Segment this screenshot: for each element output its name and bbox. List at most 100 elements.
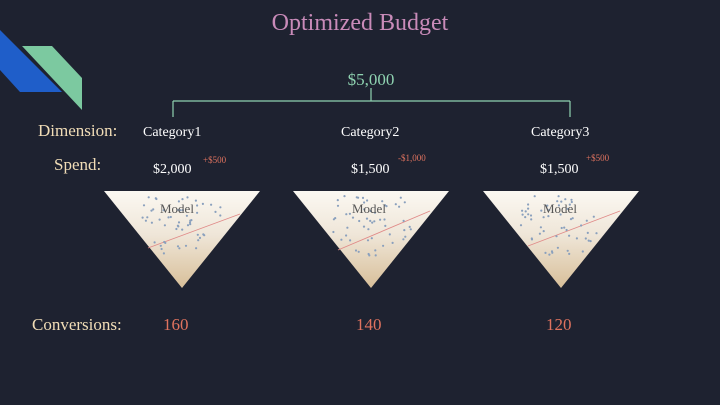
scatter-dot <box>557 195 560 198</box>
trend-line <box>527 210 621 247</box>
scatter-dot <box>184 244 188 247</box>
scatter-dot <box>345 234 348 237</box>
scatter-dot <box>332 230 335 234</box>
scatter-dot <box>169 215 172 219</box>
scatter-dot <box>201 202 204 205</box>
scatter-dot <box>348 212 351 215</box>
scatter-dot <box>580 224 583 227</box>
category-1-name: Category1 <box>143 125 202 140</box>
scatter-dot <box>568 252 571 255</box>
scatter-dot <box>589 240 592 243</box>
scatter-dot <box>175 227 178 231</box>
scatter-dot <box>177 221 181 224</box>
scatter-dot <box>408 225 411 228</box>
category-3-conversions: 120 <box>546 315 572 334</box>
scatter-dot <box>371 221 374 224</box>
scatter-dot <box>214 210 217 213</box>
scatter-dot <box>144 219 147 222</box>
scatter-dot <box>343 195 346 198</box>
scatter-dot <box>196 204 199 207</box>
scatter-dot <box>524 210 527 213</box>
scatter-dot <box>340 238 343 241</box>
scatter-dot <box>565 228 568 232</box>
scatter-dot <box>154 197 157 200</box>
scatter-dot <box>570 198 573 201</box>
scatter-dot <box>557 204 561 207</box>
scatter-dot <box>559 213 562 216</box>
scatter-dot <box>366 239 370 242</box>
scatter-dot <box>332 218 335 221</box>
model-funnel-1 <box>104 191 260 288</box>
category-3-spend: $1,500 <box>540 162 579 177</box>
scatter-dot <box>160 247 163 251</box>
scatter-dot <box>185 214 188 217</box>
scatter-dot <box>539 226 543 229</box>
scatter-dot <box>384 224 387 227</box>
scatter-dot <box>336 199 339 202</box>
category-1-spend: $2,000 <box>153 162 192 177</box>
scatter-dot <box>202 233 205 236</box>
scatter-dot <box>521 209 524 212</box>
scatter-dot <box>210 203 213 206</box>
scatter-dot <box>556 200 559 203</box>
scatter-dot <box>385 205 388 208</box>
scatter-dot <box>354 249 358 252</box>
scatter-dot <box>586 231 589 234</box>
scatter-dot <box>179 209 182 212</box>
category-2-name: Category2 <box>341 125 400 140</box>
scatter-dot <box>197 239 200 242</box>
model-label-3: Model <box>543 201 577 216</box>
scatter-dot <box>189 223 192 226</box>
scatter-dot <box>394 203 397 206</box>
scatter-dot <box>585 219 588 222</box>
scatter-dot <box>357 196 360 199</box>
scatter-dot <box>530 218 533 221</box>
scatter-dot <box>555 235 558 238</box>
model-label-1: Model <box>160 201 194 216</box>
scatter-dot <box>150 209 153 212</box>
scatter-dot <box>365 217 369 220</box>
scatter-dot <box>186 224 190 227</box>
scatter-dot <box>181 198 184 201</box>
total-budget: $5,000 <box>347 70 395 89</box>
scatter-dot <box>381 200 384 203</box>
scatter-dot <box>357 250 360 253</box>
category-2-delta: -$1,000 <box>398 153 426 163</box>
scatter-dot <box>544 251 547 254</box>
category-3-delta: +$500 <box>586 153 610 163</box>
scatter-dot <box>146 216 149 219</box>
scatter-dot <box>542 216 545 219</box>
scatter-dot <box>527 203 530 206</box>
scatter-dot <box>176 245 180 248</box>
scatter-dot <box>592 215 595 218</box>
scatter-dot <box>409 228 412 231</box>
scatter-dot <box>547 215 550 218</box>
scatter-dot <box>373 211 377 214</box>
scatter-dot <box>581 250 584 253</box>
category-1-conversions: 160 <box>163 315 189 334</box>
scatter-dot <box>566 207 569 210</box>
conversions-label: Conversions: <box>32 315 122 334</box>
scatter-dot <box>346 226 349 229</box>
category-2-spend: $1,500 <box>351 162 390 177</box>
scatter-dot <box>533 195 536 198</box>
scatter-dot <box>167 216 170 219</box>
scatter-dot <box>178 247 181 250</box>
scatter-dot <box>556 246 560 249</box>
scatter-dot <box>351 216 355 219</box>
slide-title: Optimized Budget <box>271 10 449 36</box>
scatter-dot <box>363 201 366 204</box>
scatter-dot <box>566 249 569 252</box>
scatter-dot <box>575 237 579 240</box>
scatter-dot <box>530 237 533 240</box>
spend-label: Spend: <box>54 155 102 174</box>
model-funnels <box>104 191 639 288</box>
scatter-dot <box>548 208 551 211</box>
scatter-dot <box>398 205 401 208</box>
scatter-dot <box>163 240 166 244</box>
scatter-dot <box>336 204 340 207</box>
scatter-dot <box>150 221 153 224</box>
scatter-dot <box>379 218 382 221</box>
scatter-dot <box>195 247 198 250</box>
scatter-dot <box>361 196 365 199</box>
